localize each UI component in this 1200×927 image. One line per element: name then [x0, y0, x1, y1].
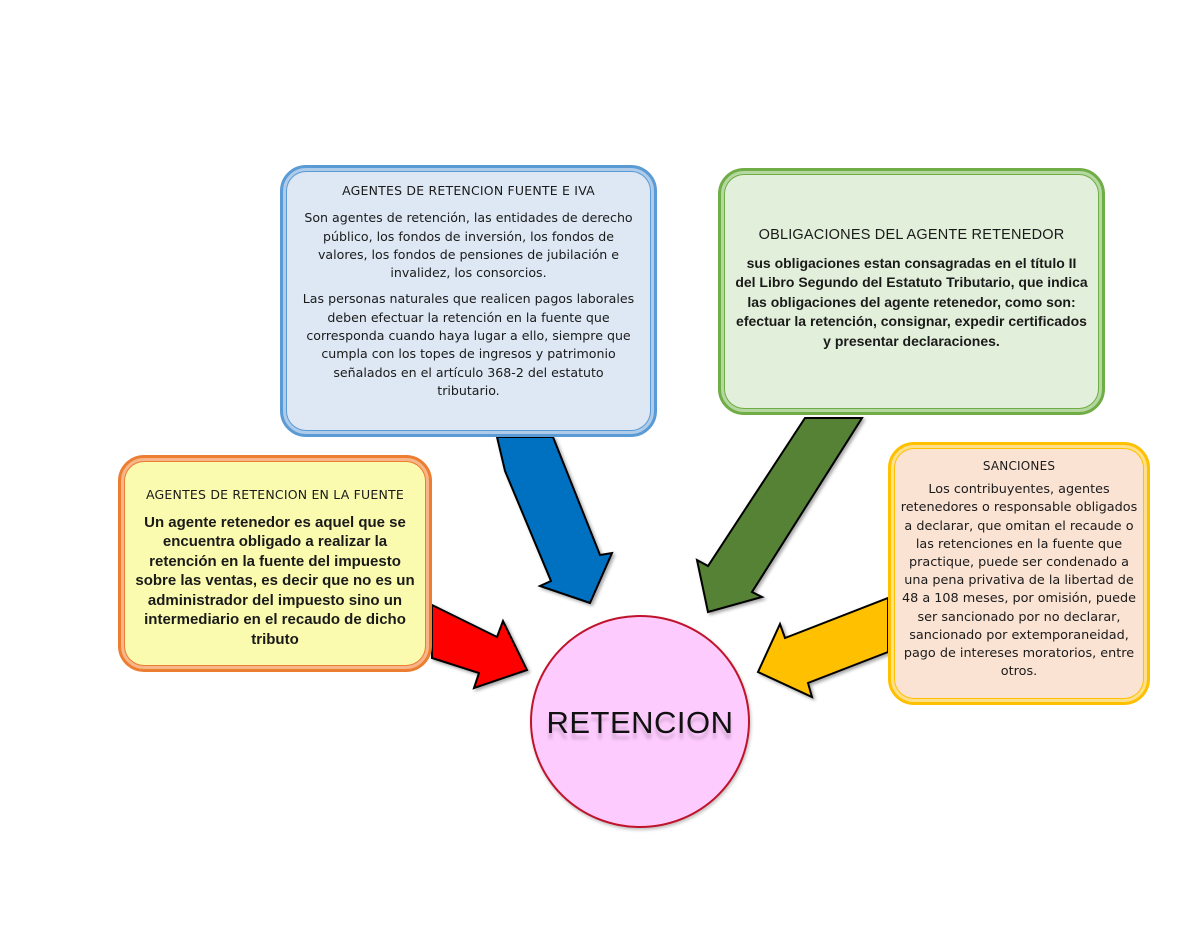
node-obligaciones-agente-retenedor: OBLIGACIONES DEL AGENTE RETENEDOR sus ob… — [718, 168, 1105, 415]
node-title: OBLIGACIONES DEL AGENTE RETENEDOR — [758, 227, 1065, 243]
node-text: sus obligaciones estan consagradas en el… — [735, 254, 1088, 349]
node-text: Un agente retenedor es aquel que se encu… — [135, 513, 415, 648]
arrow-blue-icon — [495, 436, 614, 605]
center-node-retencion: RETENCION — [530, 615, 750, 828]
node-text: Los contribuyentes, agentes retenedores … — [900, 482, 1138, 680]
node-agentes-retencion-fuente-iva: AGENTES DE RETENCION FUENTE E IVA Son ag… — [280, 165, 657, 437]
node-title: SANCIONES — [982, 459, 1056, 473]
node-text: Las personas naturales que realicen pago… — [302, 291, 635, 398]
arrow-red-icon — [431, 603, 529, 690]
node-title: AGENTES DE RETENCION FUENTE E IVA — [342, 183, 595, 198]
arrow-yellow-icon — [756, 596, 889, 699]
node-sanciones: SANCIONES Los contribuyentes, agentes re… — [888, 442, 1150, 705]
node-text: Son agentes de retención, las entidades … — [304, 210, 633, 281]
center-label: RETENCION — [546, 704, 734, 740]
node-agentes-retencion-en-la-fuente: AGENTES DE RETENCION EN LA FUENTE Un age… — [118, 455, 432, 672]
arrow-green-icon — [695, 417, 864, 614]
node-title: AGENTES DE RETENCION EN LA FUENTE — [146, 487, 404, 502]
